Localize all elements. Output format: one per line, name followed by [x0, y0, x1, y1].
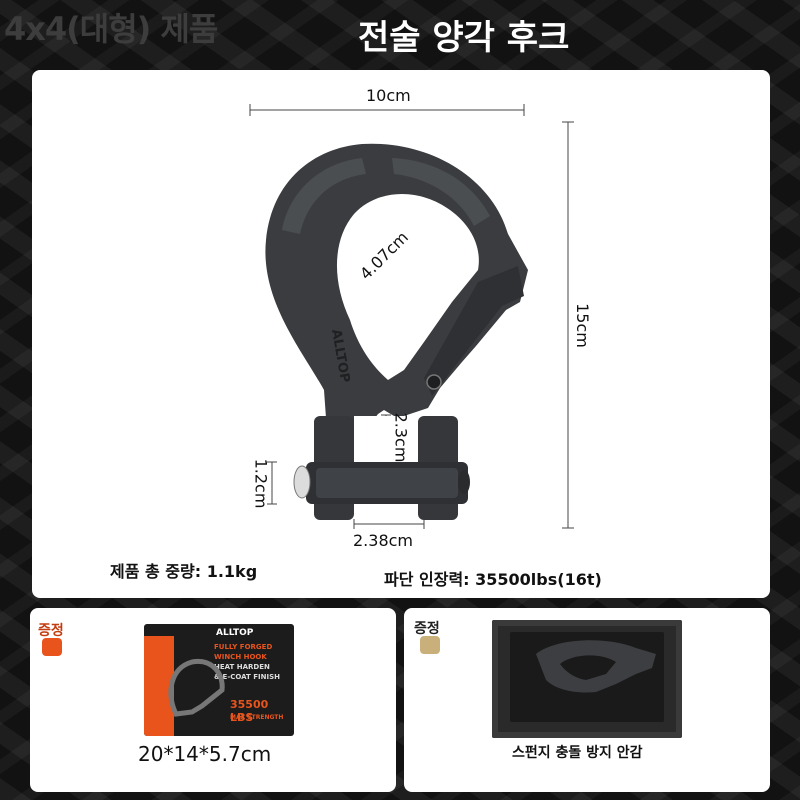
box-brand: ALLTOP	[216, 628, 254, 638]
product-weight: 제품 총 중량: 1.1kg	[110, 562, 258, 581]
box-rating: 35500 LBS	[230, 698, 269, 724]
sponge-lining-panel: 증정 스펀지 충돌 방지 안감	[404, 608, 770, 792]
product-size-label: 4x4(대형) 제품	[4, 10, 218, 48]
box-hook-graphic	[168, 658, 225, 717]
main-product-panel: ALLTOP 10cm 15cm 4.07cm 2.3cm 1.2cm 2.38…	[32, 70, 770, 598]
sponge-hook-graphic	[536, 640, 656, 693]
box-dimensions: 20*14*5.7cm	[138, 742, 272, 766]
box-line-3: HEAT HARDEN	[214, 663, 270, 671]
box-rating-sub: MAX STRENGTH	[230, 714, 284, 721]
product-box-image: ALLTOP FULLY FORGED WINCH HOOK HEAT HARD…	[144, 624, 294, 736]
sponge-caption: 스펀지 충돌 방지 안감	[512, 745, 643, 761]
dim-shackle-gap: 2.3cm	[391, 412, 411, 463]
dim-pin-diameter: 1.2cm	[251, 458, 271, 509]
page-title: 전술 양각 후크	[358, 18, 570, 58]
winch-hook-image: ALLTOP	[265, 143, 528, 520]
gift-badge: 증정	[38, 623, 64, 639]
hook-diagram: ALLTOP	[249, 104, 574, 529]
gift-badge-icon	[42, 638, 62, 656]
dim-height: 15cm	[572, 303, 592, 348]
breaking-strength: 파단 인장력: 35500lbs(16t)	[384, 570, 602, 589]
dim-width: 10cm	[366, 86, 411, 105]
box-text: FULLY FORGED WINCH HOOK HEAT HARDEN & E-…	[214, 642, 290, 682]
dim-shackle-width: 2.38cm	[353, 531, 414, 550]
box-line-1: FULLY FORGED	[214, 643, 273, 651]
gift-box-panel: 증정 ALLTOP FULLY FORGED WINCH HOOK HEAT H…	[30, 608, 396, 792]
box-line-2: WINCH HOOK	[214, 653, 267, 661]
gift-badge-2: 증정	[414, 621, 440, 637]
sponge-case-image	[492, 620, 682, 738]
box-line-4: & E-COAT FINISH	[214, 673, 280, 681]
gift-badge-icon-2	[420, 636, 440, 654]
